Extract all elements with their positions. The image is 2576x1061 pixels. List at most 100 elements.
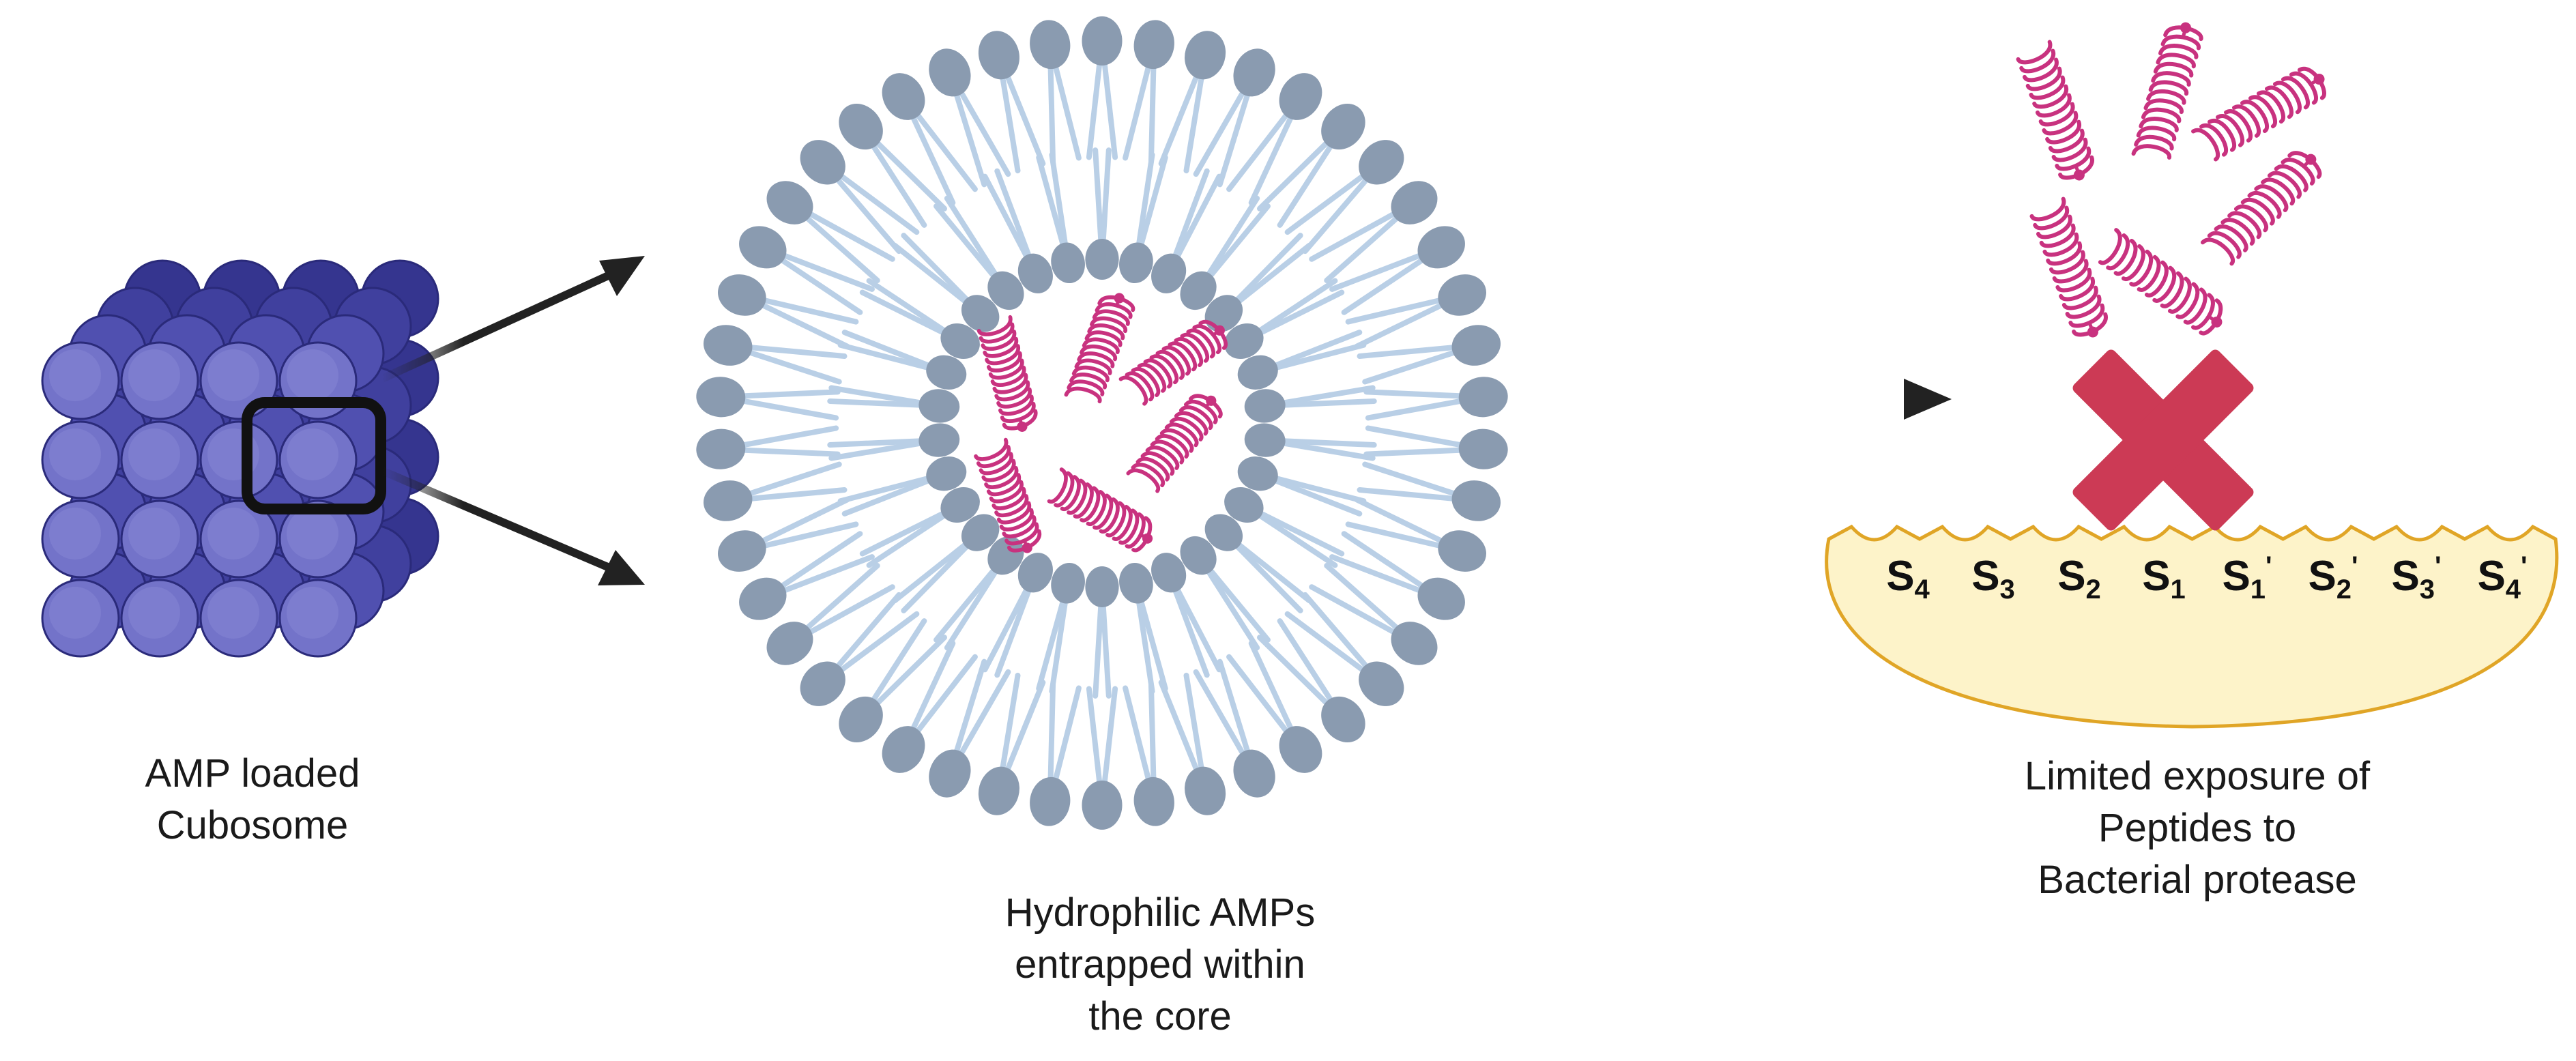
lipid-head [987, 271, 1024, 310]
arrowhead-up [599, 256, 645, 296]
lipid-head [1082, 781, 1123, 830]
lipid-head [1438, 274, 1486, 316]
cube-sphere-highlight [287, 428, 338, 480]
lipid-head [1180, 536, 1217, 575]
cube-sphere-highlight [128, 349, 180, 401]
caption-cubosome: AMP loaded Cubosome [96, 748, 409, 852]
lipid-head [1119, 562, 1153, 604]
peptide-helix-icon [2131, 22, 2203, 160]
caption-core-line-1: Hydrophilic AMPs [1004, 890, 1316, 935]
lipid-head [882, 73, 925, 120]
lipid-head [839, 696, 883, 742]
arrowhead-down [598, 550, 645, 585]
lipid-head [696, 377, 746, 418]
lipid-head [703, 325, 753, 366]
caption-cubosome-line-1: AMP loaded [145, 751, 360, 796]
caption-core: Hydrophilic AMPs entrapped within the co… [935, 887, 1385, 1043]
lipid-head [978, 31, 1019, 80]
peptide-helix-icon [2016, 40, 2094, 181]
free-peptides [2016, 22, 2326, 338]
lipid-head [1133, 20, 1174, 70]
caption-protease: Limited exposure of Peptides to Bacteria… [1958, 751, 2436, 906]
selection-box [242, 397, 386, 514]
peptide-helix-icon [2200, 151, 2322, 266]
arrowhead-right [1904, 379, 1952, 420]
lipid-head [1180, 271, 1217, 310]
lipid-head [1224, 323, 1264, 360]
lipid-head [703, 480, 753, 521]
lipid-head [926, 355, 967, 390]
lipid-head [696, 428, 746, 469]
peptide-helix-icon [2098, 228, 2223, 336]
peptide-helix-icon [1047, 467, 1153, 553]
lipid-head [1082, 16, 1123, 66]
lipid-head [1458, 428, 1508, 469]
lipid-head [978, 766, 1019, 815]
lipid-head [1030, 776, 1071, 826]
lipid-head [1237, 456, 1278, 491]
lipid-head [1279, 73, 1322, 120]
lipid-head [1119, 242, 1153, 284]
lipid-head [766, 622, 813, 665]
lipid-head [1438, 530, 1486, 572]
peptide-helix-icon [2191, 66, 2326, 162]
protease-subsite-label: S3' [2391, 551, 2441, 605]
lipid-head [1051, 242, 1085, 284]
lipid-head [839, 104, 883, 150]
cube-sphere-highlight [128, 508, 180, 559]
peptide-helix-icon [1118, 319, 1228, 406]
peptide-helix-icon [2029, 197, 2108, 338]
lipid-head [1321, 104, 1365, 150]
lipid-head [940, 323, 980, 360]
peptide-helix-icon [974, 437, 1042, 553]
lipid-head [718, 530, 766, 572]
lipid-head [1458, 377, 1508, 418]
cube-sphere-highlight [207, 587, 259, 639]
lipid-head [1244, 423, 1286, 457]
protease-subsite-label: S4 [1886, 553, 1930, 605]
caption-protease-line-1: Limited exposure of [2024, 754, 2371, 798]
cube-sphere-highlight [207, 349, 259, 401]
cube-sphere-highlight [49, 428, 101, 480]
lipid-head [1085, 566, 1119, 607]
lipid-head [961, 295, 1000, 332]
lipid-head [1417, 226, 1465, 269]
caption-cubosome-line-2: Cubosome [156, 803, 349, 847]
lipid-head [940, 486, 980, 523]
lipid-head [718, 274, 766, 316]
entrapped-peptides [974, 293, 1228, 553]
lipid-head [1204, 295, 1243, 332]
lipid-head [1359, 661, 1404, 706]
lipid-head [1233, 48, 1275, 97]
caption-protease-line-3: Bacterial protease [2038, 858, 2357, 902]
lipid-vesicle-icon [696, 16, 1508, 830]
lipid-head [926, 456, 967, 491]
lipid-head [800, 661, 845, 706]
lipid-head [1051, 562, 1085, 604]
lipid-head [882, 726, 925, 773]
lipid-head [1391, 181, 1438, 224]
protease-subsite-label: S3 [1971, 553, 2015, 605]
lipid-head [1030, 20, 1071, 70]
lipid-head [1185, 31, 1226, 80]
protease-subsite-label: S4' [2477, 551, 2527, 605]
arrow-down [380, 467, 616, 574]
arrow-up [380, 269, 616, 383]
lipid-head [1185, 766, 1226, 815]
lipid-head [1085, 239, 1119, 280]
cube-sphere-highlight [287, 508, 338, 559]
lipid-head [739, 577, 787, 620]
protease-icon [1825, 524, 2559, 729]
lipid-head [1359, 140, 1404, 185]
lipid-head [987, 536, 1024, 575]
lipid-head [1204, 514, 1243, 551]
lipid-head [1133, 776, 1174, 826]
cube-sphere-highlight [49, 349, 101, 401]
lipid-head [961, 514, 1000, 551]
lipid-head [1244, 389, 1286, 423]
protease-subsite-label: S1' [2222, 551, 2272, 605]
lipid-head [918, 389, 960, 423]
lipid-head [1451, 480, 1501, 521]
caption-protease-line-2: Peptides to [2098, 806, 2297, 850]
peptide-helix-icon [1064, 293, 1135, 404]
